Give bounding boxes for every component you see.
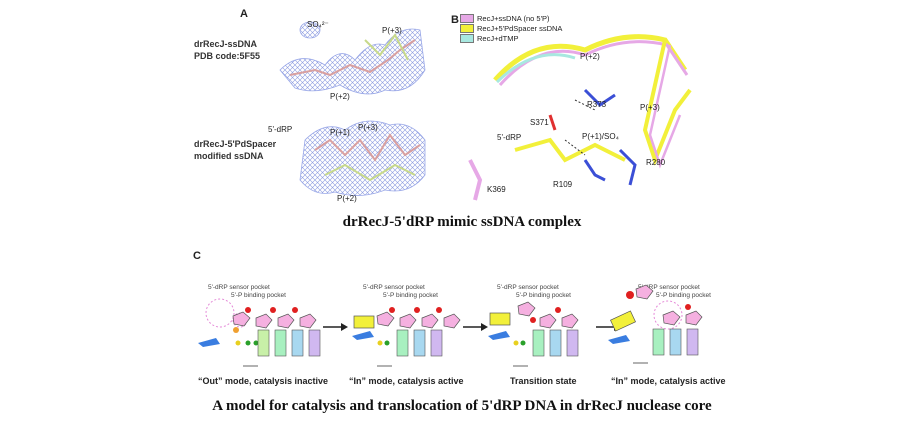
stage3-sensor-label: 5'-dRP sensor pocket: [497, 284, 559, 291]
panel-c-label: C: [193, 250, 201, 262]
arrow-2: [463, 323, 488, 331]
legend-row-pdspacer: RecJ+5'PdSpacer ssDNA: [460, 23, 562, 33]
caption-top: drRecJ-5'dRP mimic ssDNA complex: [342, 214, 582, 230]
annot-b-s371: S371: [530, 118, 549, 127]
stage3-binding-label: 5'-P binding pocket: [516, 292, 571, 299]
annot-a-p2-top: P(+2): [330, 92, 350, 101]
annot-a-p3-top: P(+3): [382, 26, 402, 35]
stage2-sensor-label: 5'-dRP sensor pocket: [363, 284, 425, 291]
panel-b-legend: RecJ+ssDNA (no 5'P) RecJ+5'PdSpacer ssDN…: [460, 13, 562, 43]
panel-a-bottom-structure-label: drRecJ-5'PdSpacer modified ssDNA: [194, 138, 276, 162]
panel-b-label: B: [451, 14, 459, 26]
annot-b-r373: R373: [587, 100, 607, 109]
annot-so4: SO₄²⁻: [307, 20, 329, 29]
arrow-1: [323, 323, 348, 331]
stage4-binding-label: 5'-P binding pocket: [656, 292, 711, 299]
legend-row-ssdna: RecJ+ssDNA (no 5'P): [460, 13, 562, 23]
legend-text-dtmp: RecJ+dTMP: [477, 33, 519, 43]
stage2-diagram: [352, 307, 461, 367]
annot-b-k369: K369: [487, 185, 506, 194]
annot-b-r109: R109: [553, 180, 573, 189]
stage1-sensor-label: 5'-dRP sensor pocket: [208, 284, 270, 291]
stage2-binding-label: 5'-P binding pocket: [383, 292, 438, 299]
structure-overlay: [468, 34, 692, 201]
caption-bottom: A model for catalysis and translocation …: [212, 398, 712, 414]
stage3-diagram: [488, 301, 579, 367]
stage1-binding-label: 5'-P binding pocket: [231, 292, 286, 299]
annot-b-p3: P(+3): [640, 103, 660, 112]
stage1-diagram: [198, 298, 321, 367]
panel-a-label: A: [240, 8, 248, 20]
annot-a-p1: P(+1): [330, 128, 350, 137]
annot-b-p2: P(+2): [580, 52, 600, 61]
stage4-sensor-label: 5'-dRP sensor pocket: [638, 284, 700, 291]
stage2-mode-label: “In” mode, catalysis active: [349, 376, 464, 386]
panel-a-top-structure-label: drRecJ-ssDNA PDB code:5F55: [194, 38, 260, 62]
top-structure-pdb: PDB code:5F55: [194, 51, 261, 61]
annot-a-p3-bot: P(+3): [358, 123, 378, 132]
legend-text-pdspacer: RecJ+5'PdSpacer ssDNA: [477, 23, 563, 33]
stage3-mode-label: Transition state: [510, 376, 577, 386]
annot-a-p2-bot: P(+2): [337, 194, 357, 203]
annot-b-p1so4: P(+1)/SO₄: [582, 132, 619, 141]
stage1-mode-label: “Out” mode, catalysis inactive: [198, 376, 329, 386]
annot-b-r280: R280: [646, 158, 666, 167]
annot-b-drp: 5'-dRP: [497, 133, 522, 142]
top-structure-name: drRecJ-ssDNA: [194, 39, 258, 49]
stage4-diagram: [608, 284, 703, 364]
bottom-structure-desc: modified ssDNA: [194, 151, 264, 161]
legend-row-dtmp: RecJ+dTMP: [460, 33, 562, 43]
bottom-structure-name: drRecJ-5'PdSpacer: [194, 139, 277, 149]
density-map-bottom: [299, 120, 426, 196]
annot-a-drp: 5'-dRP: [268, 125, 293, 134]
legend-text-ssdna: RecJ+ssDNA (no 5'P): [477, 13, 550, 23]
density-map-top: [279, 21, 426, 95]
stage4-mode-label: “In” mode, catalysis active: [611, 376, 726, 386]
